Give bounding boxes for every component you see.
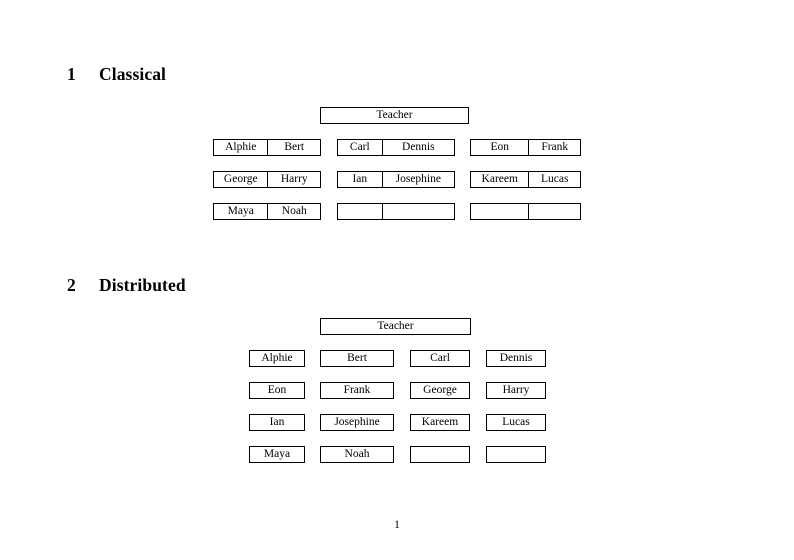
distributed-cell[interactable]: Ian: [249, 414, 305, 431]
classical-cell[interactable]: Alphie: [225, 140, 257, 153]
classical-group-1-row-0[interactable]: Carl Dennis: [337, 139, 455, 156]
distributed-cell[interactable]: Lucas: [486, 414, 546, 431]
classical-cell[interactable]: Harry: [267, 172, 320, 187]
classical-cell[interactable]: Dennis: [381, 140, 454, 155]
section-title: Distributed: [99, 275, 186, 295]
classical-cell[interactable]: [471, 204, 528, 219]
distributed-cell[interactable]: George: [410, 382, 470, 399]
classical-group-0-row-0[interactable]: Alphie Bert: [213, 139, 321, 156]
classical-cell[interactable]: Kareem: [481, 172, 518, 185]
section-heading-distributed: 2 Distributed: [67, 275, 186, 296]
classical-group-1-row-1[interactable]: Ian Josephine: [337, 171, 455, 188]
classical-cell[interactable]: George: [223, 172, 258, 185]
classical-cell[interactable]: Josephine: [381, 172, 454, 187]
distributed-cell[interactable]: Kareem: [410, 414, 470, 431]
classical-group-2-row-0[interactable]: Eon Frank: [470, 139, 581, 156]
classical-cell[interactable]: Bert: [267, 140, 320, 155]
section-title: Classical: [99, 64, 167, 84]
classical-cell[interactable]: Maya: [227, 204, 254, 217]
classical-group-2-row-1[interactable]: Kareem Lucas: [470, 171, 581, 188]
distributed-cell[interactable]: Frank: [320, 382, 394, 399]
distributed-cell[interactable]: Harry: [486, 382, 546, 399]
classical-cell[interactable]: Frank: [528, 140, 580, 155]
distributed-cell[interactable]: Josephine: [320, 414, 394, 431]
classical-cell[interactable]: Noah: [267, 204, 320, 219]
section-number: 1: [67, 64, 76, 84]
distributed-cell[interactable]: Dennis: [486, 350, 546, 367]
classical-group-2-row-2[interactable]: [470, 203, 581, 220]
classical-cell[interactable]: [338, 204, 382, 219]
distributed-teacher-box[interactable]: Teacher: [320, 318, 471, 335]
classical-teacher-box[interactable]: Teacher: [320, 107, 469, 124]
classical-group-0-row-1[interactable]: George Harry: [213, 171, 321, 188]
section-heading-classical: 1 Classical: [67, 64, 166, 85]
distributed-cell[interactable]: Maya: [249, 446, 305, 463]
classical-cell[interactable]: [381, 204, 454, 219]
distributed-cell[interactable]: [410, 446, 470, 463]
classical-cell[interactable]: Eon: [490, 140, 509, 153]
distributed-cell[interactable]: Alphie: [249, 350, 305, 367]
distributed-cell[interactable]: Carl: [410, 350, 470, 367]
classical-cell[interactable]: Lucas: [528, 172, 580, 187]
classical-group-0-row-2[interactable]: Maya Noah: [213, 203, 321, 220]
distributed-cell[interactable]: Noah: [320, 446, 394, 463]
classical-cell[interactable]: [528, 204, 580, 219]
distributed-cell[interactable]: Eon: [249, 382, 305, 399]
distributed-cell[interactable]: Bert: [320, 350, 394, 367]
section-number: 2: [67, 275, 76, 295]
classical-cell[interactable]: Carl: [349, 140, 370, 153]
distributed-cell[interactable]: [486, 446, 546, 463]
page-number: 1: [394, 519, 400, 531]
classical-cell[interactable]: Ian: [352, 172, 368, 185]
classical-group-1-row-2[interactable]: [337, 203, 455, 220]
